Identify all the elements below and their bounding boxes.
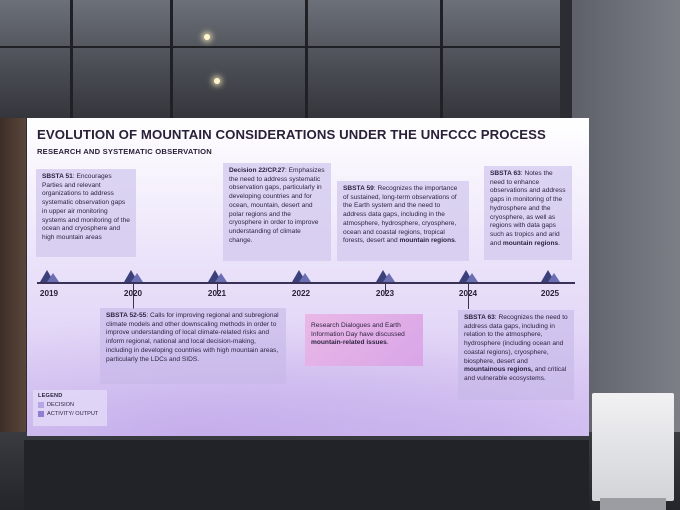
timeline-connector <box>385 284 386 294</box>
card-text: : Recognizes the importance of sustained… <box>343 185 458 245</box>
card-sbsta-63-bottom: SBSTA 63: Recognizes the need to address… <box>458 310 574 400</box>
card-text: : Recognizes the need to address data ga… <box>464 314 568 365</box>
slide-title: EVOLUTION OF MOUNTAIN CONSIDERATIONS UND… <box>37 127 546 142</box>
card-bold-text: mountain regions <box>502 239 559 247</box>
window-frame <box>305 0 308 118</box>
legend-item-activity: ACTIVITY/ OUTPUT <box>38 411 102 417</box>
card-label: SBSTA 63 <box>490 170 521 177</box>
year-label: 2025 <box>540 289 560 298</box>
ceiling-light <box>214 78 220 84</box>
presentation-screen: EVOLUTION OF MOUNTAIN CONSIDERATIONS UND… <box>27 118 589 436</box>
card-bold-text: mountainous regions, <box>464 366 533 374</box>
stand-base <box>600 498 666 510</box>
window-frame <box>440 0 443 118</box>
card-text: : Calls for improving regional and subre… <box>106 312 279 363</box>
year-label: 2022 <box>291 289 311 298</box>
card-decision-22-cp27: Decision 22/CP.27: Emphasizes the need t… <box>223 163 331 261</box>
legend: LEGEND DECISION ACTIVITY/ OUTPUT <box>33 390 107 426</box>
card-label: SBSTA 51 <box>42 173 73 180</box>
mountain-icon <box>373 268 397 282</box>
card-text: : Notes the need to enhance observations… <box>490 170 566 247</box>
white-display-stand <box>592 393 674 501</box>
card-label: Decision 22/CP.27 <box>229 167 285 174</box>
timeline-axis <box>37 282 575 284</box>
mountain-icon <box>456 268 480 282</box>
mountain-icon <box>37 268 61 282</box>
year-label: 2019 <box>39 289 59 298</box>
card-text-end: . <box>386 339 389 347</box>
legend-label: ACTIVITY/ OUTPUT <box>47 411 99 417</box>
legend-label: DECISION <box>47 402 75 408</box>
window-frame <box>0 46 560 48</box>
card-text: Research Dialogues and Earth Information… <box>311 322 405 338</box>
card-text-end: . <box>454 237 457 245</box>
mountain-icon <box>538 268 562 282</box>
card-text-end: . <box>558 239 561 247</box>
timeline-connector <box>468 284 469 309</box>
card-label: SBSTA 59 <box>343 185 374 192</box>
ceiling-light <box>204 34 210 40</box>
mountain-icon <box>289 268 313 282</box>
year-label: 2023 <box>375 289 395 298</box>
legend-swatch <box>38 402 44 408</box>
mountain-icon <box>205 268 229 282</box>
timeline-connector <box>217 284 218 294</box>
timeline-connector <box>133 284 134 309</box>
card-sbsta-51: SBSTA 51: Encourages Parties and relevan… <box>36 169 136 257</box>
stage <box>24 440 589 510</box>
card-sbsta-63-top: SBSTA 63: Notes the need to enhance obse… <box>484 166 572 260</box>
mountain-icon <box>121 268 145 282</box>
card-bold-text: mountain-related issues <box>311 339 387 347</box>
year-label: 2021 <box>207 289 227 298</box>
year-label: 2020 <box>123 289 143 298</box>
window-frame <box>70 0 73 118</box>
card-sbsta-52-55: SBSTA 52-55: Calls for improving regiona… <box>100 308 286 384</box>
year-label: 2024 <box>458 289 478 298</box>
card-text-end: and critical and vulnerable ecosystems. <box>464 366 567 382</box>
card-research-dialogues: Research Dialogues and Earth Information… <box>305 314 423 366</box>
card-label: SBSTA 63 <box>464 314 495 321</box>
slide-subtitle: RESEARCH AND SYSTEMATIC OBSERVATION <box>37 147 212 156</box>
legend-swatch <box>38 411 44 417</box>
card-text: : Emphasizes the need to address systema… <box>229 167 325 244</box>
card-label: SBSTA 52-55 <box>106 312 147 319</box>
card-sbsta-59: SBSTA 59: Recognizes the importance of s… <box>337 181 469 261</box>
card-text: : Encourages Parties and relevant organi… <box>42 173 130 241</box>
legend-item-decision: DECISION <box>38 402 102 408</box>
card-bold-text: mountain regions <box>399 237 455 245</box>
window-frame <box>170 0 173 118</box>
legend-title: LEGEND <box>38 393 63 399</box>
glass-ceiling <box>0 0 560 118</box>
